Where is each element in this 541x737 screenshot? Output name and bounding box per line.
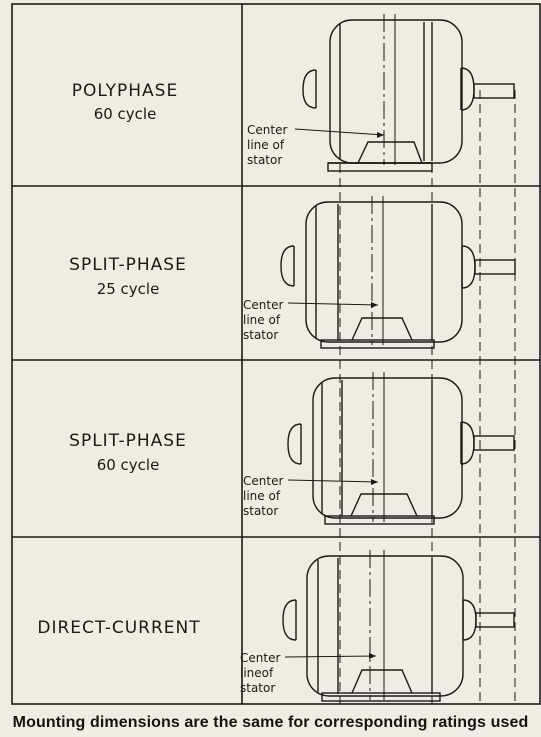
callout-line-1: Center (240, 651, 280, 665)
callout-line-1: Center (243, 298, 283, 312)
callout-line-3: stator (243, 328, 278, 342)
callout-leader (287, 479, 379, 483)
panel-subtitle: 25 cycle (97, 280, 160, 298)
reference-lines (339, 90, 516, 704)
panel-subtitle: 60 cycle (97, 456, 160, 474)
panel-split-phase-60: SPLIT-PHASE 60 cycle Center line of stat… (69, 372, 515, 525)
motor-drawing (280, 196, 516, 349)
callout-leader (287, 302, 379, 306)
panel-polyphase: POLYPHASE 60 cycle Center line of stator (72, 14, 515, 172)
callout-line-2: line of (247, 138, 285, 152)
callout-line-3: stator (240, 681, 275, 695)
motor-drawing (302, 14, 515, 172)
callout-arrowhead (377, 132, 384, 138)
panel-title: SPLIT-PHASE (69, 431, 187, 451)
callout-arrowhead (371, 479, 378, 485)
figure-caption: Mounting dimensions are the same for cor… (12, 714, 529, 731)
motor-drawing (282, 550, 515, 702)
panel-split-phase-25: SPLIT-PHASE 25 cycle Center line of stat… (69, 196, 516, 349)
callout-line-1: Center (247, 123, 287, 137)
callout-line-1: Center (243, 474, 283, 488)
callout-line-3: stator (247, 153, 282, 167)
motor-drawing (287, 372, 515, 525)
panel-title: SPLIT-PHASE (69, 255, 187, 275)
panel-title: DIRECT-CURRENT (37, 618, 200, 638)
callout-arrowhead (369, 653, 376, 659)
callout-leader (294, 128, 385, 136)
callout-leader (284, 655, 377, 658)
callout-line-3: stator (243, 504, 278, 518)
callout-line-2: line of (243, 313, 281, 327)
diagram-frame (11, 3, 541, 705)
callout-center-line: Center line of stator (247, 123, 385, 167)
callout-center-line: Center lineof stator (240, 651, 377, 695)
panel-subtitle: 60 cycle (94, 105, 157, 123)
panel-title: POLYPHASE (72, 81, 178, 101)
callout-center-line: Center line of stator (243, 298, 379, 342)
callout-line-2: lineof (240, 666, 274, 680)
callout-line-2: line of (243, 489, 281, 503)
panel-direct-current: DIRECT-CURRENT Center lineof stator (37, 550, 515, 702)
callout-center-line: Center line of stator (243, 474, 379, 518)
callout-arrowhead (371, 302, 378, 308)
